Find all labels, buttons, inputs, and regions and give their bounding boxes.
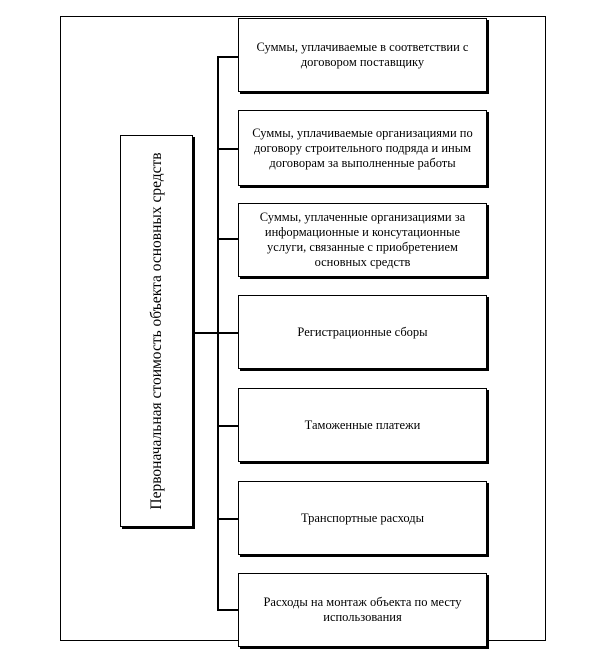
child-node-label: Суммы, уплачиваемые в соответствии с дог… (256, 40, 469, 69)
child-node-transport-costs: Транспортные расходы (238, 481, 487, 555)
branch-connector-2 (217, 148, 238, 150)
child-node-registration-fees: Регистрационные сборы (238, 295, 487, 369)
child-node-customs-payments: Таможенные платежи (238, 388, 487, 462)
root-node-label: Первоначальная стоимость объекта основны… (147, 152, 165, 510)
child-node-construction-contract-payments: Суммы, уплачиваемые организациями по дог… (238, 110, 487, 186)
root-connector (194, 332, 219, 334)
child-node-label: Регистрационные сборы (297, 324, 428, 339)
child-node-label: Транспортные расходы (300, 510, 425, 525)
child-node-supplier-payments: Суммы, уплачиваемые в соответствии с дог… (238, 18, 487, 92)
branch-connector-3 (217, 238, 238, 240)
child-node-installation-costs: Расходы на монтаж объекта по месту испол… (238, 573, 487, 647)
branch-connector-7 (217, 609, 238, 611)
child-node-label: Расходы на монтаж объекта по месту испол… (263, 595, 462, 624)
child-node-label: Суммы, уплачиваемые организациями по дог… (252, 125, 473, 170)
root-node: Первоначальная стоимость объекта основны… (120, 135, 193, 527)
child-node-consulting-payments: Суммы, уплаченные организациями за инфор… (238, 203, 487, 277)
branch-connector-5 (217, 425, 238, 427)
branch-connector-4 (217, 332, 238, 334)
child-node-label: Таможенные платежи (304, 417, 421, 432)
child-node-label: Суммы, уплаченные организациями за инфор… (259, 210, 466, 269)
branch-connector-6 (217, 518, 238, 520)
branch-connector-1 (217, 56, 238, 58)
